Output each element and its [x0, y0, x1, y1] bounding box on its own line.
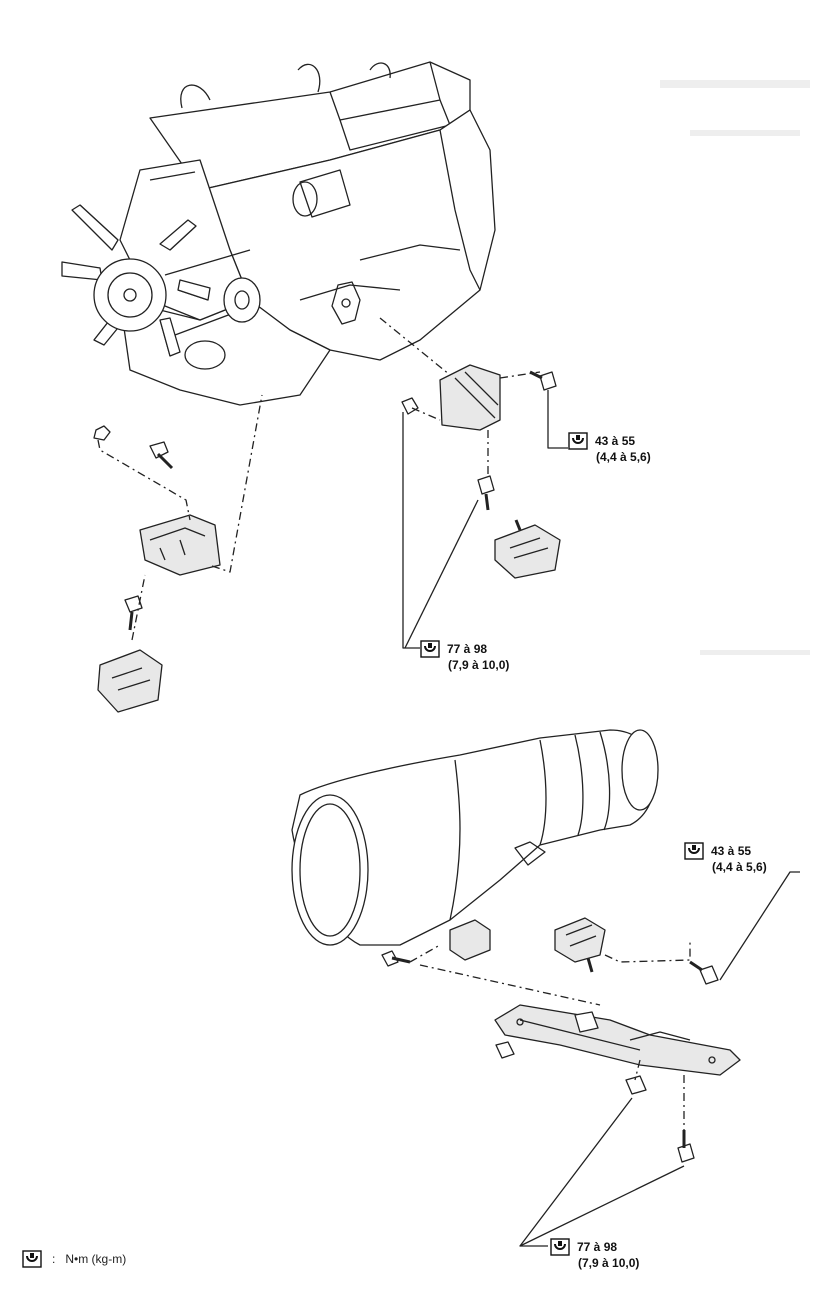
right-engine-mount-group — [379, 317, 561, 579]
left-engine-mount-group — [93, 394, 263, 713]
left-mount-insulator — [97, 649, 163, 713]
right-mount-nut — [401, 397, 419, 415]
torque-kgm-value: (7,9 à 10,0) — [578, 1256, 640, 1270]
right-mount-insulator — [494, 524, 561, 579]
torque-value: 43 à 55 — [595, 433, 636, 448]
torque-callout-transmission-upper: 43 à 55 (4,4 à 5,6) — [684, 842, 767, 875]
torque-wrench-icon — [568, 432, 588, 450]
transmission-case — [291, 729, 659, 946]
legend-colon: : — [52, 1252, 56, 1266]
crossmember — [494, 1004, 741, 1076]
torque-wrench-icon — [550, 1238, 570, 1256]
crossmember-nut-center — [625, 1075, 647, 1095]
rear-mount-right-insulator — [554, 917, 606, 963]
left-mount-bracket — [139, 514, 221, 576]
torque-unit-legend: : N•m (kg-m) — [22, 1250, 126, 1268]
torque-kgm-value: (4,4 à 5,6) — [596, 450, 651, 464]
right-mount-bracket — [439, 364, 501, 431]
torque-kgm-value: (4,4 à 5,6) — [712, 860, 767, 874]
left-mount-nut — [93, 425, 111, 441]
torque-callout-engine-lower: 77 à 98 (7,9 à 10,0) — [420, 640, 509, 673]
radiator-fan — [61, 204, 261, 370]
torque-callout-transmission-lower: 77 à 98 (7,9 à 10,0) — [550, 1238, 639, 1271]
transmission-mount-group — [381, 917, 741, 1163]
torque-value: 43 à 55 — [711, 843, 752, 858]
rear-mount-left-insulator — [449, 919, 491, 961]
torque-wrench-icon — [22, 1250, 42, 1268]
crossmember-nut-left — [495, 1041, 515, 1059]
legend-unit: N•m (kg-m) — [65, 1252, 127, 1266]
torque-value: 77 à 98 — [577, 1239, 618, 1254]
torque-wrench-icon — [684, 842, 704, 860]
torque-value: 77 à 98 — [447, 641, 488, 656]
torque-kgm-value: (7,9 à 10,0) — [448, 658, 510, 672]
torque-wrench-icon — [420, 640, 440, 658]
torque-callout-engine-upper: 43 à 55 (4,4 à 5,6) — [568, 432, 651, 465]
